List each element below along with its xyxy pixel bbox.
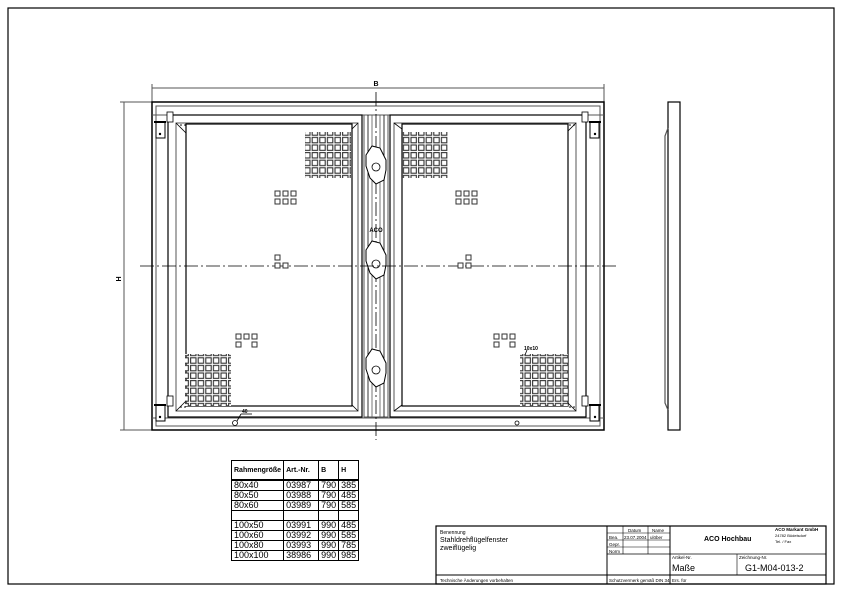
side-view [664, 101, 681, 431]
cell-b: 790 [318, 500, 340, 511]
cell-size: 100x100 [230, 550, 285, 561]
hinge-top-left [154, 111, 186, 139]
company-address: 24782 Büdelsdorf [775, 533, 807, 538]
drawing-date: 23.07.2004 [624, 535, 647, 540]
mesh-pattern-right-bottom [520, 354, 568, 406]
company-logo: ACO Hochbau [704, 536, 751, 543]
size-table-header: Rahmengröße Art.-Nr. B H [230, 460, 360, 481]
mesh-size-callout: 10x10 [524, 346, 538, 356]
cell-h: 485 [338, 520, 360, 531]
cell-h: 385 [338, 479, 360, 491]
cell-art [283, 510, 320, 521]
cell-h: 485 [338, 490, 360, 501]
cell-size: 100x60 [230, 530, 285, 541]
sheet-border [7, 7, 835, 585]
cell-size: 100x80 [230, 540, 285, 551]
mesh-pattern-left-top [305, 132, 351, 178]
table-row: 80x50 03988 790 485 [230, 490, 360, 501]
cell-h: 985 [338, 550, 360, 561]
window-handle-top [365, 145, 387, 185]
benennung-label: Benennung [440, 530, 466, 536]
cell-art: 03992 [283, 530, 320, 541]
table-row-spacer [230, 510, 360, 521]
size-table: Rahmengröße Art.-Nr. B H 80x40 03987 790… [230, 460, 360, 561]
cell-b: 990 [318, 540, 340, 551]
cell-b: 790 [318, 479, 340, 491]
cell-b [318, 510, 340, 521]
cell-art: 38986 [283, 550, 320, 561]
dimension-height: H [116, 101, 152, 431]
cell-art: 03993 [283, 540, 320, 551]
mesh-pattern-left-bottom [185, 354, 231, 406]
norm-label: Norm [609, 549, 620, 554]
table-row: 100x50 03991 990 485 [230, 520, 360, 531]
gepr-label: Gepr. [609, 542, 620, 547]
artikel-label: Artikel-Nr. [672, 555, 692, 560]
window-handle-middle [365, 240, 387, 280]
header-b: B [318, 460, 340, 481]
cell-b: 790 [318, 490, 340, 501]
mesh-pattern-right-top [402, 132, 448, 178]
title-line-2: zweiflügelig [440, 545, 476, 552]
cell-art: 03989 [283, 500, 320, 511]
cell-b: 990 [318, 550, 340, 561]
title-line-1: Stahldrehflügelfenster [440, 537, 509, 544]
bearb-label: Bea. [609, 535, 618, 540]
cell-size: 80x40 [230, 479, 285, 491]
table-row: 100x60 03992 990 585 [230, 530, 360, 541]
hinge-bottom-left [154, 395, 186, 422]
hinge-top-right [569, 111, 601, 139]
aco-marking: ACO [369, 228, 383, 234]
mesh-block-left-upper [274, 190, 297, 205]
zeichnung-label: Zeichnung-Nr. [739, 555, 767, 560]
cell-size: 100x50 [230, 520, 285, 531]
cell-b: 990 [318, 520, 340, 531]
header-rahmengroesse: Rahmengröße [230, 460, 285, 481]
dimension-h-label: H [116, 276, 123, 281]
dimension-width: B [151, 81, 605, 118]
company-contact: Tel. / Fax [775, 539, 791, 544]
artikel-value: Maße [672, 563, 695, 573]
mesh-block-right-upper [455, 190, 478, 205]
mesh-block-left-center [274, 254, 289, 269]
cell-h [338, 510, 360, 521]
datum-header: Datum [628, 528, 642, 533]
cell-b: 990 [318, 530, 340, 541]
changes-reserved-note: Technische Änderungen vorbehalten [440, 577, 514, 583]
cell-size: 80x60 [230, 500, 285, 511]
header-h: H [338, 460, 360, 481]
drawing-number: G1-M04-013-2 [745, 563, 804, 573]
mesh-size-label: 10x10 [524, 346, 538, 352]
table-row: 80x40 03987 790 385 [230, 479, 360, 491]
table-row: 100x80 03993 990 785 [230, 540, 360, 551]
cell-art: 03987 [283, 479, 320, 491]
table-row: 100x100 38986 990 985 [230, 550, 360, 561]
detail-label: 40 [242, 409, 248, 415]
title-block: Benennung Stahldrehflügelfenster zweiflü… [435, 525, 827, 585]
replaces-label: Ers. für [672, 578, 687, 583]
cell-h: 585 [338, 500, 360, 511]
dimension-b-label: B [373, 81, 378, 88]
drain-marker [514, 420, 520, 426]
name-header: Name [652, 528, 665, 533]
company-name: ACO Markant GmbH [775, 527, 818, 532]
cell-art: 03988 [283, 490, 320, 501]
protection-note: Schutzvermerk gemäß DIN 34 [609, 578, 670, 583]
table-row: 80x60 03989 790 585 [230, 500, 360, 511]
detail-callout: 40 [232, 409, 252, 426]
mesh-block-left-lower [235, 333, 258, 348]
hinge-bottom-right [569, 395, 601, 422]
cell-art: 03991 [283, 520, 320, 531]
window-handle-bottom [365, 348, 387, 388]
cell-h: 785 [338, 540, 360, 551]
header-art-nr: Art.-Nr. [283, 460, 320, 481]
cell-size: 80x50 [230, 490, 285, 501]
drawer-name: ulöber [650, 535, 663, 540]
cell-h: 585 [338, 530, 360, 541]
cell-size [230, 510, 285, 521]
mesh-block-right-center [457, 254, 472, 269]
mesh-block-right-lower [493, 333, 516, 348]
